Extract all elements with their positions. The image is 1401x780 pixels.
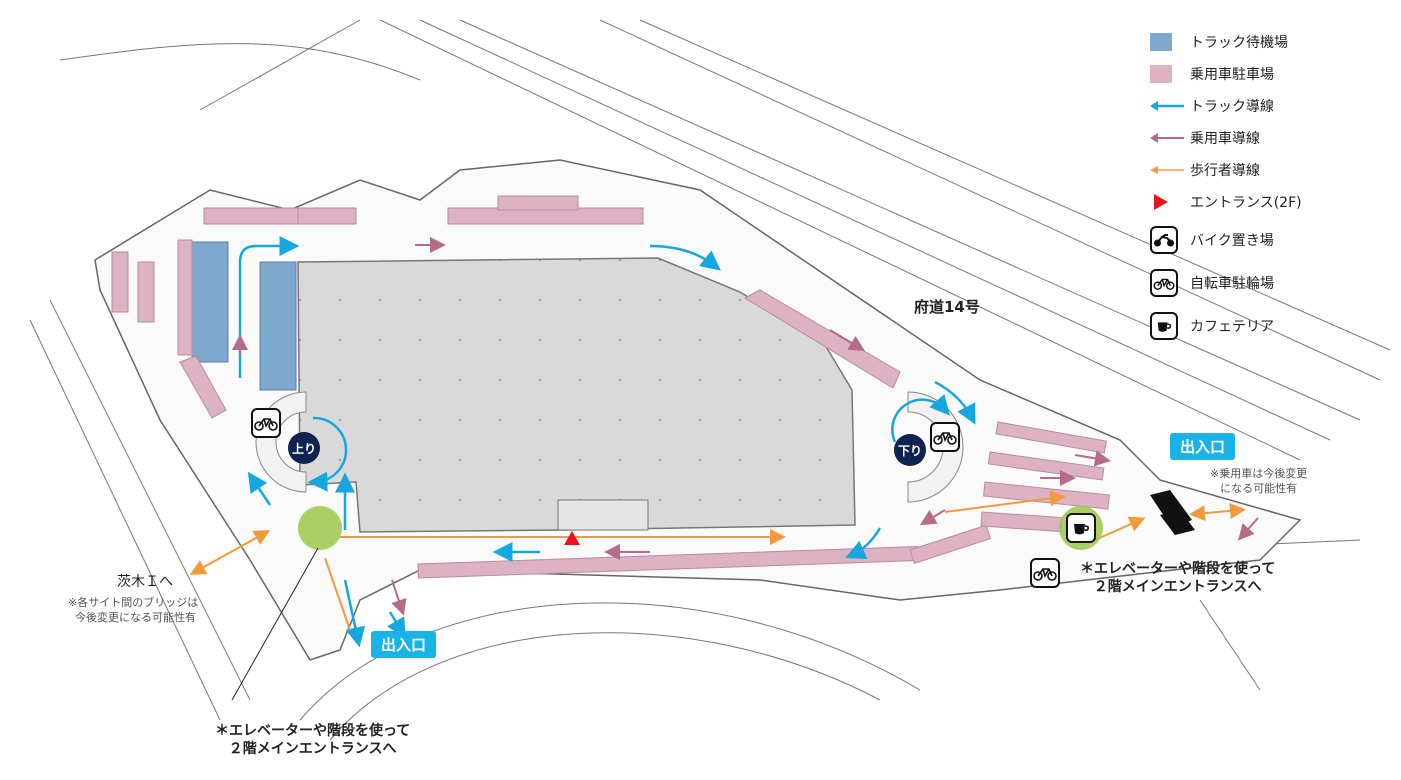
ibaraki-label: 茨木Ｉへ — [117, 574, 173, 590]
truck-route-arrow — [1150, 101, 1184, 111]
truck-waiting-swatch — [1150, 33, 1172, 51]
elevator-note-west-line-1: ＊エレベーターや階段を使って — [215, 723, 411, 739]
motorcycle-icon — [1150, 225, 1178, 254]
legend-item: カフェテリア — [1150, 304, 1390, 347]
down-ramp-label: 下り — [894, 434, 926, 466]
car-route-arrow — [1150, 133, 1184, 143]
bicycle-icon — [1030, 558, 1060, 588]
legend-label: バイク置き場 — [1190, 232, 1274, 249]
legend-item: トラック待機場 — [1150, 26, 1390, 58]
car-parking-areas — [111, 195, 1110, 579]
bridge-note-line-1: ※各サイト間のブリッジは — [68, 596, 199, 609]
legend-label: トラック待機場 — [1190, 35, 1288, 51]
motorcycle-area — [1160, 510, 1195, 535]
pedestrian-routes — [189, 490, 1246, 631]
road-label: 府道14号 — [914, 298, 980, 316]
car-note-line-1: ※乗用車は今後変更 — [1210, 467, 1308, 480]
elevator-note-east: ＊エレベーターや階段を使って ２階メインエントランスへ — [1080, 560, 1275, 596]
car-note-line-2: になる可能性有 — [1220, 482, 1298, 495]
elevator-note-west-line-2: ２階メインエントランスへ — [228, 741, 397, 757]
legend-item: 歩行者導線 — [1150, 154, 1390, 186]
bridge-note-line-2: 今後変更になる可能性有 — [75, 611, 196, 624]
car-parking-swatch — [1150, 65, 1172, 83]
entrance-triangle — [1154, 194, 1168, 210]
legend-item: エントランス(2F) — [1150, 186, 1390, 218]
entrance-marker — [564, 531, 580, 545]
elevator-note-east-line-2: ２階メインエントランスへ — [1093, 579, 1262, 595]
south-entrance-badge: 出入口 — [371, 631, 437, 658]
elevator-point — [298, 506, 342, 550]
coffee-cup-icon — [1150, 311, 1178, 340]
map-legend: トラック待機場 乗用車駐車場 トラック導線 乗用車導線 歩行者導線 エントランス… — [1150, 26, 1390, 347]
east-entrance-badge: 出入口 — [1170, 433, 1236, 460]
legend-label: カフェテリア — [1190, 318, 1274, 335]
truck-waiting-area — [191, 241, 229, 363]
elevator-note-west: ＊エレベーターや階段を使って ２階メインエントランスへ — [215, 722, 410, 758]
coffee-cup-icon — [1066, 513, 1096, 543]
legend-item: 乗用車駐車場 — [1150, 58, 1390, 90]
up-ramp-label: 上り — [288, 432, 320, 464]
legend-label: トラック導線 — [1190, 99, 1274, 115]
legend-label: 乗用車導線 — [1190, 131, 1260, 147]
legend-label: 歩行者導線 — [1190, 163, 1260, 179]
legend-item: バイク置き場 — [1150, 218, 1390, 261]
legend-item: 乗用車導線 — [1150, 122, 1390, 154]
bicycle-icon — [930, 422, 960, 452]
bicycle-icon — [1150, 268, 1178, 297]
pedestrian-route-arrow — [1150, 166, 1184, 174]
legend-item: 自転車駐輪場 — [1150, 261, 1390, 304]
car-note: ※乗用車は今後変更 になる可能性有 — [1210, 466, 1307, 496]
legend-label: 自転車駐輪場 — [1190, 275, 1274, 292]
truck-waiting-area — [259, 261, 297, 391]
legend-item: トラック導線 — [1150, 90, 1390, 122]
building-annex — [557, 499, 649, 531]
legend-label: エントランス(2F) — [1190, 195, 1302, 211]
legend-label: 乗用車駐車場 — [1190, 67, 1274, 83]
elevator-note-east-line-1: ＊エレベーターや階段を使って — [1080, 561, 1276, 577]
bicycle-icon — [251, 408, 281, 438]
leader-line — [231, 547, 319, 701]
bridge-note: ※各サイト間のブリッジは 今後変更になる可能性有 — [68, 595, 199, 625]
car-routes — [232, 237, 1259, 616]
truck-routes — [238, 236, 976, 648]
